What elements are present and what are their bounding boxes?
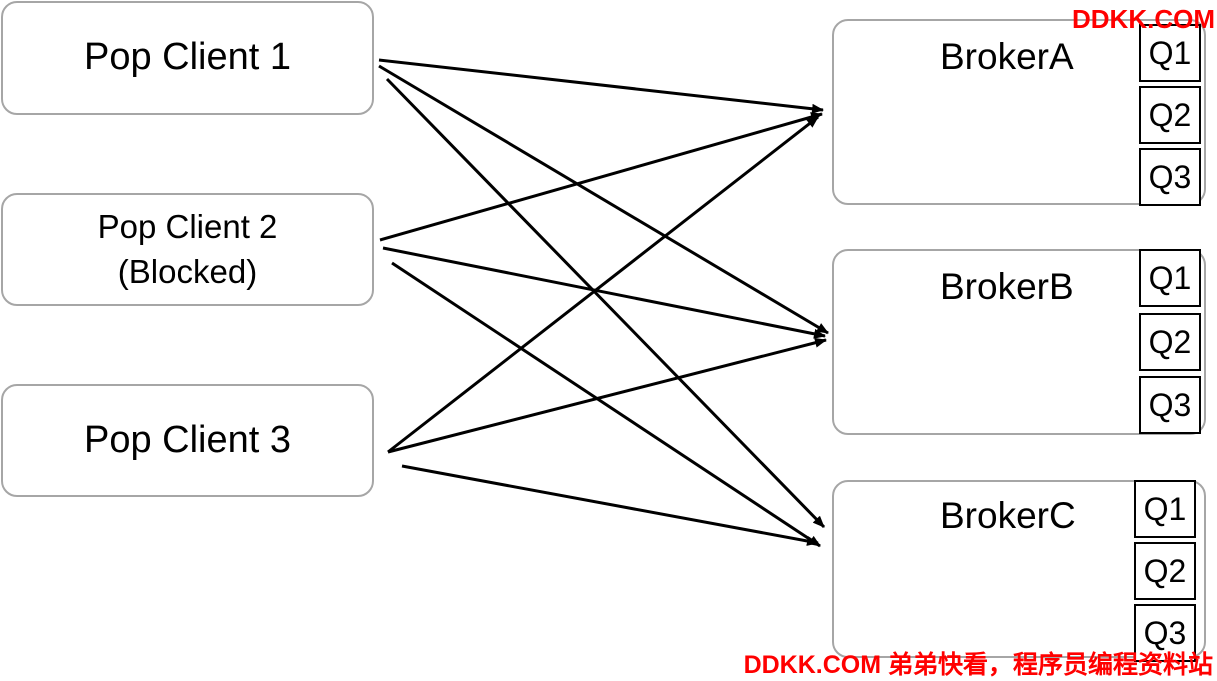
broker-b-queue-q2: Q2 [1139,313,1201,371]
broker-a-queue-q3: Q3 [1139,148,1201,206]
connection-arrow [378,58,824,114]
connection-arrow [382,246,826,339]
pop-client-2-label: Pop Client 2 [97,207,278,245]
connection-arrow [385,77,826,529]
pop-client-2: Pop Client 2 (Blocked) [1,193,374,306]
broker-b-queue-q1: Q1 [1139,249,1201,307]
connection-arrow [401,464,819,546]
pop-client-3-label: Pop Client 3 [83,418,291,461]
broker-b-queue-q3: Q3 [1139,376,1201,434]
watermark-top: DDKK.COM [1072,4,1215,34]
connection-arrow [391,261,821,548]
broker-c-title: BrokerC [940,495,1076,536]
pop-client-1-label: Pop Client 1 [83,36,291,79]
connection-lines [378,58,829,548]
connection-arrow [378,64,829,335]
watermark-bottom: DDKK.COM 弟弟快看，程序员编程资料站 [743,651,1213,679]
broker-c-queue-q2: Q2 [1134,542,1196,600]
broker-a-title: BrokerA [940,36,1074,77]
broker-c-queue-q1: Q1 [1134,480,1196,538]
connection-arrow [387,115,819,454]
pop-client-2-status: (Blocked) [117,252,258,290]
broker-a-queue-q2: Q2 [1139,86,1201,144]
broker-c-queue-q3: Q3 [1134,604,1196,662]
broker-a-queue-q1: Q1 [1139,24,1201,82]
connection-arrow [379,112,823,242]
connection-arrow [387,337,827,454]
pop-client-3: Pop Client 3 [1,384,374,497]
broker-b-title: BrokerB [940,266,1074,307]
pop-client-1: Pop Client 1 [1,1,374,115]
